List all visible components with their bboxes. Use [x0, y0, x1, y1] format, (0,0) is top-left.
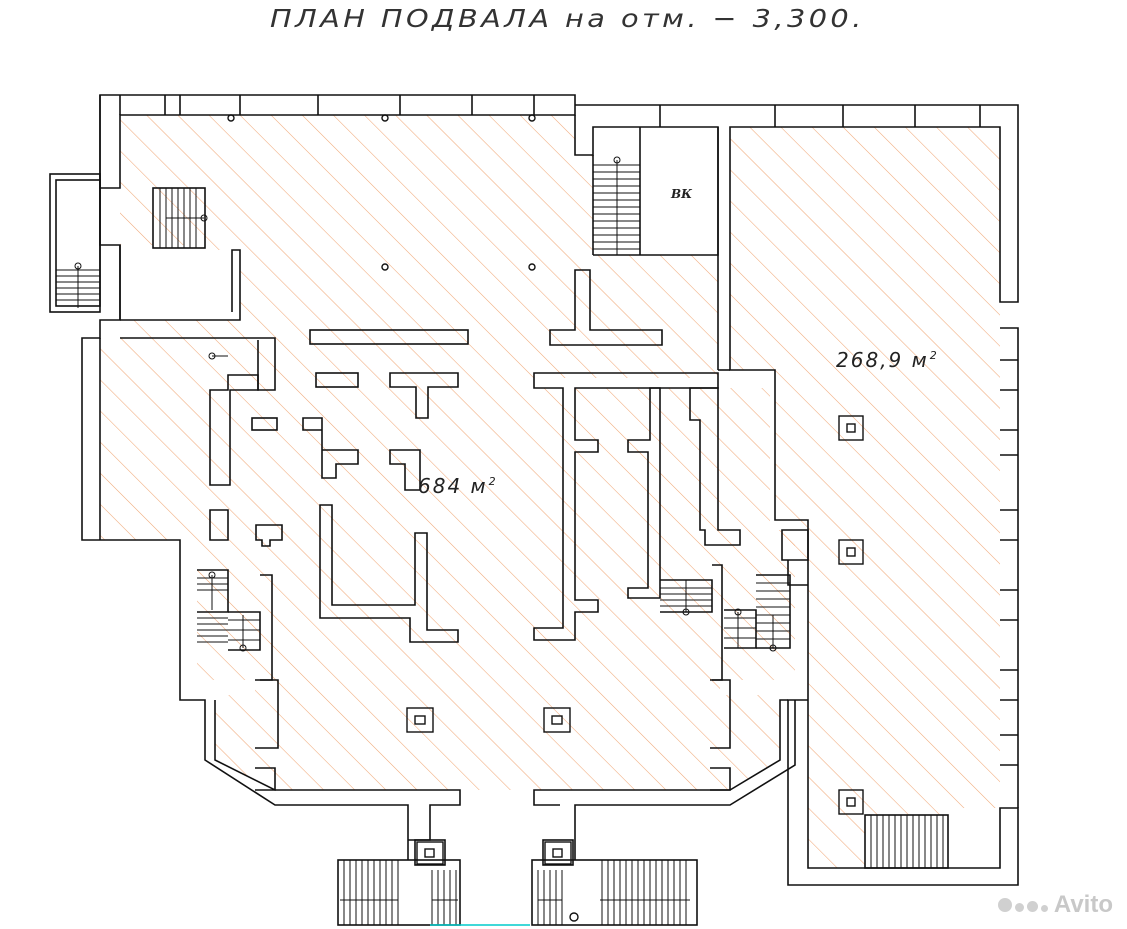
stair-arrows — [74, 156, 777, 901]
utility-room-label: ВК — [671, 187, 693, 201]
main-hall-area-exponent: 2 — [488, 475, 498, 489]
stair-right-lower — [660, 582, 790, 640]
watermark: Avito — [997, 891, 1113, 919]
stair-bottom-left — [343, 860, 457, 925]
main-hall-area-label: 684 м2 — [418, 474, 498, 498]
watermark-text: Avito — [1053, 891, 1113, 918]
main-hall-hatch — [100, 115, 795, 790]
stair-right-bottom — [870, 815, 944, 868]
right-hall-area-value: 268,9 м — [836, 348, 929, 372]
right-hall-area-label: 268,9 м2 — [836, 348, 939, 372]
right-hall-area-exponent: 2 — [929, 349, 939, 363]
main-hall-area-value: 684 м — [418, 474, 488, 498]
avito-logo-icon — [997, 898, 1048, 912]
stair-treads — [56, 156, 944, 925]
stair-bottom-right — [537, 860, 687, 925]
walls — [49, 94, 1019, 926]
right-hall-hatch — [730, 127, 1000, 868]
columns — [227, 114, 864, 922]
plan-title: ПЛАН ПОДВАЛА на отм. − 3,300. — [270, 4, 865, 33]
